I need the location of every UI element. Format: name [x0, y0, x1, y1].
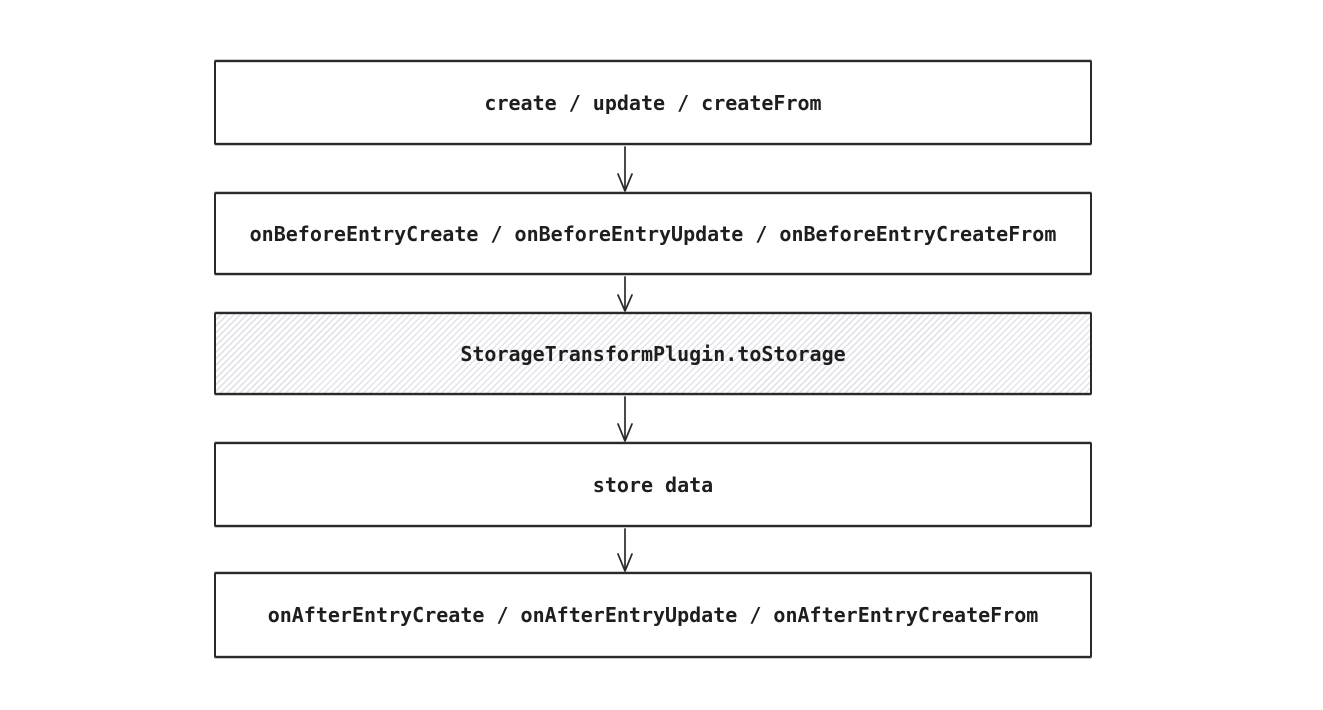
arrow-down-icon [617, 146, 633, 192]
flow-node-on-before-hooks: onBeforeEntryCreate / onBeforeEntryUpdat… [214, 192, 1092, 275]
arrow-down-icon [617, 528, 633, 572]
flow-node-on-after-hooks: onAfterEntryCreate / onAfterEntryUpdate … [214, 572, 1092, 658]
flow-arrow-down-4 [612, 528, 638, 572]
flow-node-label: onAfterEntryCreate / onAfterEntryUpdate … [267, 603, 1039, 627]
flow-node-store-data: store data [214, 442, 1092, 527]
flow-node-label: StorageTransformPlugin.toStorage [460, 341, 846, 366]
arrow-down-icon [617, 276, 633, 312]
flow-node-label: onBeforeEntryCreate / onBeforeEntryUpdat… [249, 221, 1057, 246]
flow-node-create-update: create / update / createFrom [214, 60, 1092, 145]
flow-arrow-down-2 [612, 276, 638, 312]
flow-node-label: create / update / createFrom [484, 90, 822, 115]
arrow-down-icon [617, 396, 633, 442]
flow-node-label: store data [592, 472, 714, 497]
flow-node-storage-transform: StorageTransformPlugin.toStorage [214, 312, 1092, 395]
flow-arrow-down-3 [612, 396, 638, 442]
flow-arrow-down-1 [612, 146, 638, 192]
